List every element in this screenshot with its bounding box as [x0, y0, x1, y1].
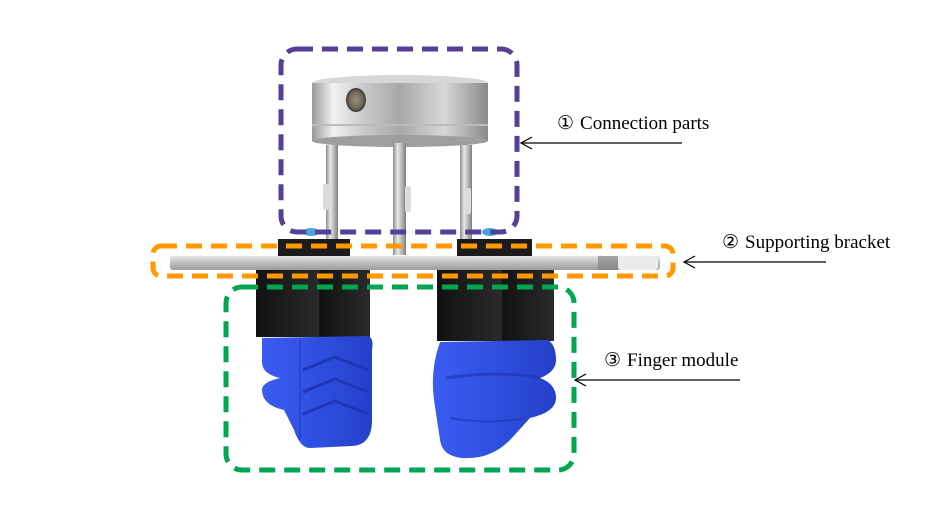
chevron-ridge [302, 377, 369, 394]
cylinder-bottom [312, 135, 488, 147]
plate-slot [598, 256, 618, 270]
cylinder-body [312, 83, 488, 141]
finger-module-box [223, 284, 577, 473]
rod-center [393, 143, 406, 255]
callout-number: ② [722, 232, 740, 253]
finger-block-right [437, 270, 554, 341]
rod-clip [323, 184, 329, 210]
bellows-fold [449, 417, 526, 423]
rod-left [326, 145, 338, 255]
arrow-finger [573, 373, 740, 387]
callout-text: Supporting bracket [745, 232, 891, 253]
cylinder-groove [312, 124, 488, 126]
finger-block-left [256, 270, 370, 337]
arrow-bracket [682, 255, 826, 269]
chevron-ridge [302, 355, 369, 372]
callout-text: Connection parts [580, 113, 710, 134]
bellows-fold [445, 372, 541, 380]
finger-module [256, 270, 556, 459]
rod-clip [405, 186, 411, 212]
callout-number: ① [557, 113, 575, 134]
soft-finger-left [262, 336, 373, 448]
plate-end [618, 256, 658, 270]
callout-text: Finger module [627, 350, 739, 371]
callout-number: ③ [604, 350, 622, 371]
connection-parts [303, 75, 498, 255]
soft-finger-right [432, 340, 556, 459]
set-screw-hole [346, 88, 366, 112]
connection-parts-box [278, 46, 520, 235]
arrow-connection [519, 136, 682, 150]
rod-clip [465, 188, 471, 214]
supporting-bracket-box [150, 243, 676, 279]
bracket-plate [170, 256, 660, 270]
chevron-ridge [302, 399, 369, 416]
